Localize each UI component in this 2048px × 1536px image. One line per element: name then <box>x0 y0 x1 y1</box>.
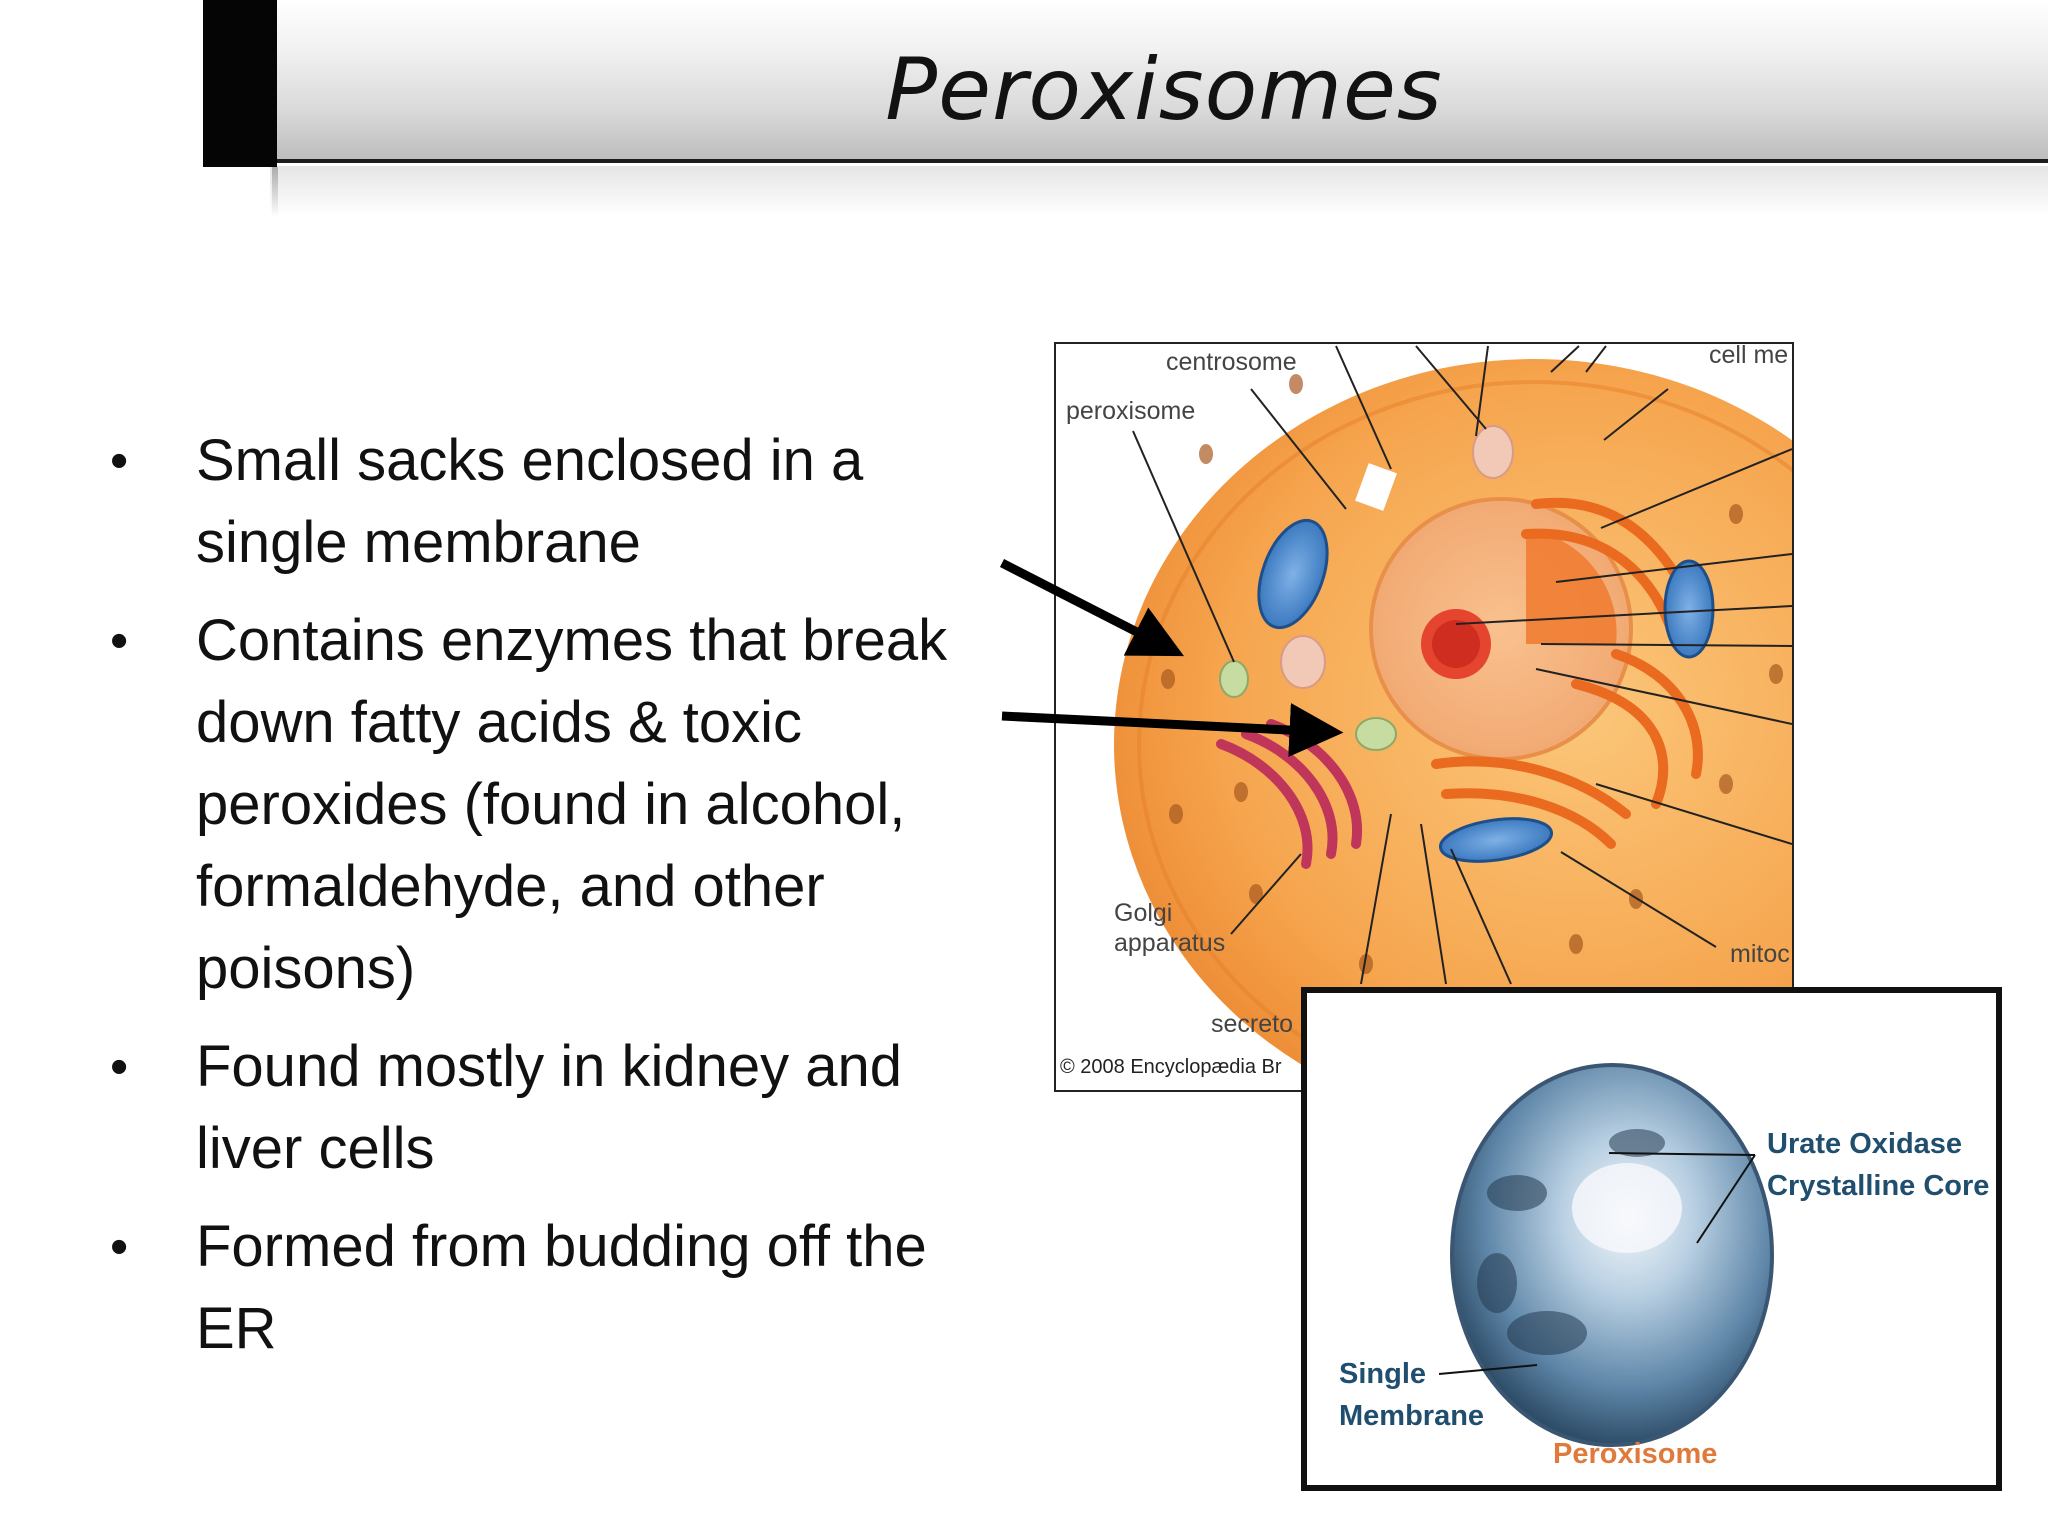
peroxisome-inset: Urate Oxidase Crystalline Core Single Me… <box>1301 987 2002 1491</box>
title-bar <box>203 0 2048 163</box>
title-bar-shadow <box>270 166 2048 216</box>
mitochondrion <box>1663 559 1715 659</box>
label-urate-oxidase: Urate Oxidase <box>1767 1128 1963 1160</box>
label-mitochondrion: mitoc <box>1730 940 1790 968</box>
title-accent-shadow <box>272 167 278 217</box>
inset-leader-lines <box>1438 1152 1756 1375</box>
bullet-dot: • <box>110 612 129 670</box>
title-accent-block <box>203 0 277 167</box>
bullet-dot: • <box>110 432 129 490</box>
inset-caption: Peroxisome <box>1553 1438 1718 1470</box>
label-cell-membrane: cell me <box>1709 342 1789 369</box>
slide-title: Peroxisomes <box>885 40 1443 140</box>
bullet-item: • Found mostly in kidney and liver cells <box>110 1026 990 1190</box>
bullet-item: • Formed from budding off the ER <box>110 1206 990 1370</box>
mitochondrion <box>1438 817 1554 863</box>
bullet-text: Found mostly in kidney and liver cells <box>196 1034 903 1181</box>
label-secretory: secreto <box>1211 1010 1293 1038</box>
centrosome <box>1355 463 1397 511</box>
copyright-text: © 2008 Encyclopædia Br <box>1060 1056 1282 1078</box>
bullet-text: Small sacks enclosed in a single membran… <box>196 428 864 575</box>
bullet-list: • Small sacks enclosed in a single membr… <box>110 420 990 1386</box>
peroxisome <box>1219 660 1249 698</box>
cell-illustration <box>1114 345 1792 1090</box>
bullet-text: Formed from budding off the ER <box>196 1214 927 1361</box>
label-single: Single <box>1339 1358 1427 1390</box>
bullet-dot: • <box>110 1218 129 1276</box>
mitochondrion <box>1257 518 1329 630</box>
bullet-item: • Small sacks enclosed in a single membr… <box>110 420 990 584</box>
label-crystalline-core: Crystalline Core <box>1767 1170 1990 1202</box>
cell-diagram: centrosome peroxisome cell me Golgi appa… <box>1054 342 1794 1092</box>
bullet-item: • Contains enzymes that break down fatty… <box>110 600 990 1010</box>
bullet-dot: • <box>110 1038 129 1096</box>
peroxisome-micrograph <box>1438 1063 1774 1447</box>
label-peroxisome: peroxisome <box>1066 397 1196 425</box>
label-golgi: Golgi <box>1114 899 1173 927</box>
bullet-text: Contains enzymes that break down fatty a… <box>196 608 948 1001</box>
label-golgi-apparatus: apparatus <box>1114 929 1226 957</box>
leader-lines <box>1132 345 1792 985</box>
label-membrane: Membrane <box>1339 1400 1485 1432</box>
peroxisome <box>1355 717 1397 751</box>
label-centrosome: centrosome <box>1166 348 1297 376</box>
